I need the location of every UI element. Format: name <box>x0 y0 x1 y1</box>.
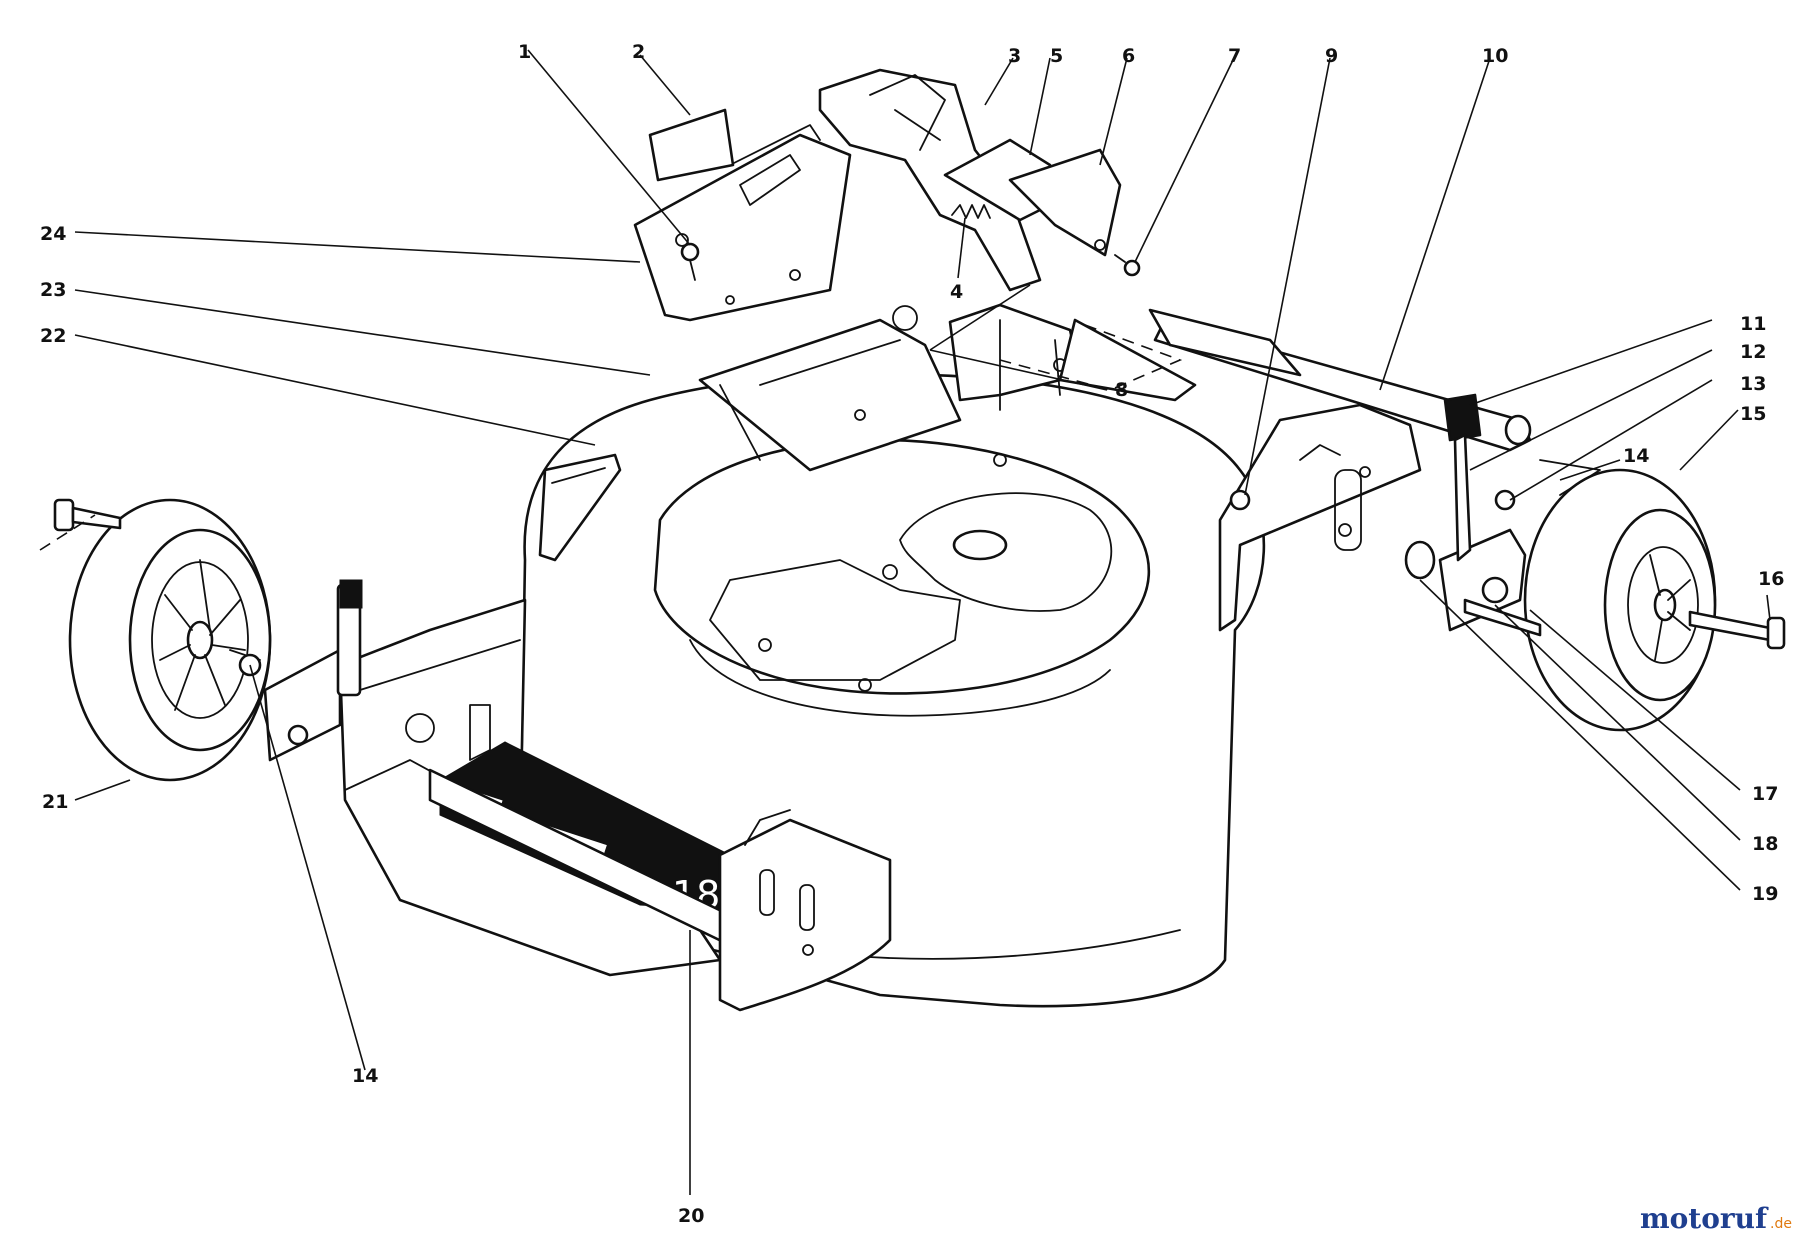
callout-3: 3 <box>1008 45 1021 67</box>
callout-17: 17 <box>1752 783 1778 805</box>
left-height-adjuster <box>229 579 363 762</box>
callout-24: 24 <box>40 223 66 245</box>
mower-deck-housing: 18 <box>338 372 1422 1012</box>
callout-21: 21 <box>42 791 68 813</box>
callout-12: 12 <box>1740 341 1766 363</box>
callout-1: 1 <box>518 41 531 63</box>
right-height-adjuster <box>1229 433 1601 637</box>
rear-deflector <box>999 308 1302 391</box>
watermark-logo: motoruf .de <box>1640 1202 1792 1235</box>
callout-leader-lines <box>74 49 1771 1195</box>
callout-14-right: 14 <box>1623 445 1649 467</box>
callout-labels: 1 2 3 4 5 6 7 8 9 10 11 12 13 14 15 16 1… <box>40 41 1784 1227</box>
callout-23: 23 <box>40 279 66 301</box>
callout-10: 10 <box>1482 45 1508 67</box>
left-wheel <box>68 498 272 782</box>
callout-9: 9 <box>1325 45 1338 67</box>
callout-8: 8 <box>1115 379 1128 401</box>
callout-18: 18 <box>1752 833 1778 855</box>
callout-22: 22 <box>40 325 66 347</box>
callout-19: 19 <box>1752 883 1778 905</box>
upper-mounting-plate <box>633 124 852 322</box>
callout-5: 5 <box>1050 45 1063 67</box>
callout-2: 2 <box>632 41 645 63</box>
callout-7: 7 <box>1228 45 1241 67</box>
callout-11: 11 <box>1740 313 1766 335</box>
watermark-tld: .de <box>1770 1216 1792 1232</box>
callout-20: 20 <box>678 1205 704 1227</box>
watermark-brand: motoruf <box>1640 1202 1769 1235</box>
callout-16: 16 <box>1758 568 1784 590</box>
callout-4: 4 <box>950 281 963 303</box>
callout-13: 13 <box>1740 373 1766 395</box>
screw-item-7 <box>1114 254 1141 277</box>
callout-6: 6 <box>1122 45 1135 67</box>
decal-plate <box>648 108 735 182</box>
left-axle-bolt <box>39 498 122 551</box>
discharge-chute-assembly <box>818 68 1122 292</box>
callout-14-left: 14 <box>352 1065 378 1087</box>
right-axle-bolt <box>1688 610 1786 650</box>
callout-15: 15 <box>1740 403 1766 425</box>
right-wheel <box>1523 468 1717 732</box>
